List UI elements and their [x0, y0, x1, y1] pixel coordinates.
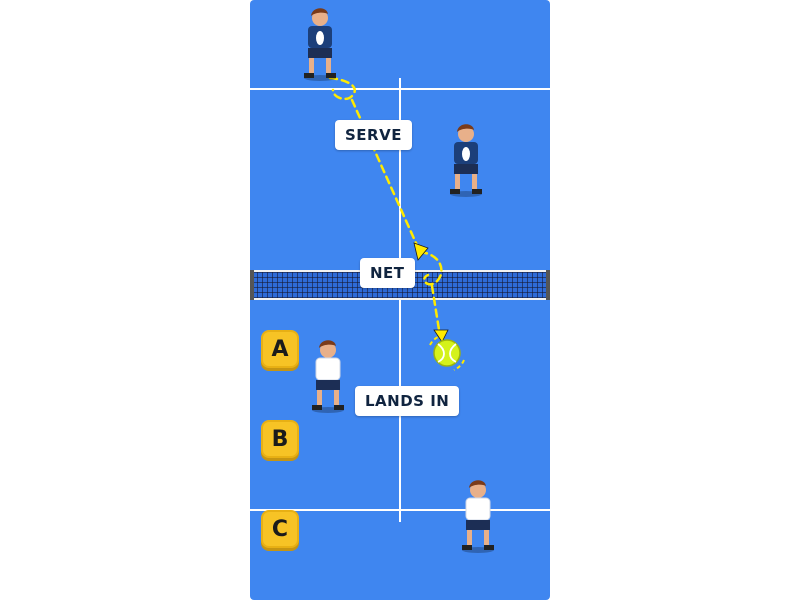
net-post-right	[546, 270, 550, 300]
net-label: NET	[360, 258, 415, 288]
serve-label: SERVE	[335, 120, 412, 150]
choice-c-button[interactable]: C	[261, 510, 299, 548]
center-service-line	[399, 78, 401, 522]
net-post-left	[250, 270, 254, 300]
choice-b-button[interactable]: B	[261, 420, 299, 458]
choice-a-button[interactable]: A	[261, 330, 299, 368]
tennis-court	[250, 0, 550, 600]
lands-in-label: LANDS IN	[355, 386, 460, 416]
